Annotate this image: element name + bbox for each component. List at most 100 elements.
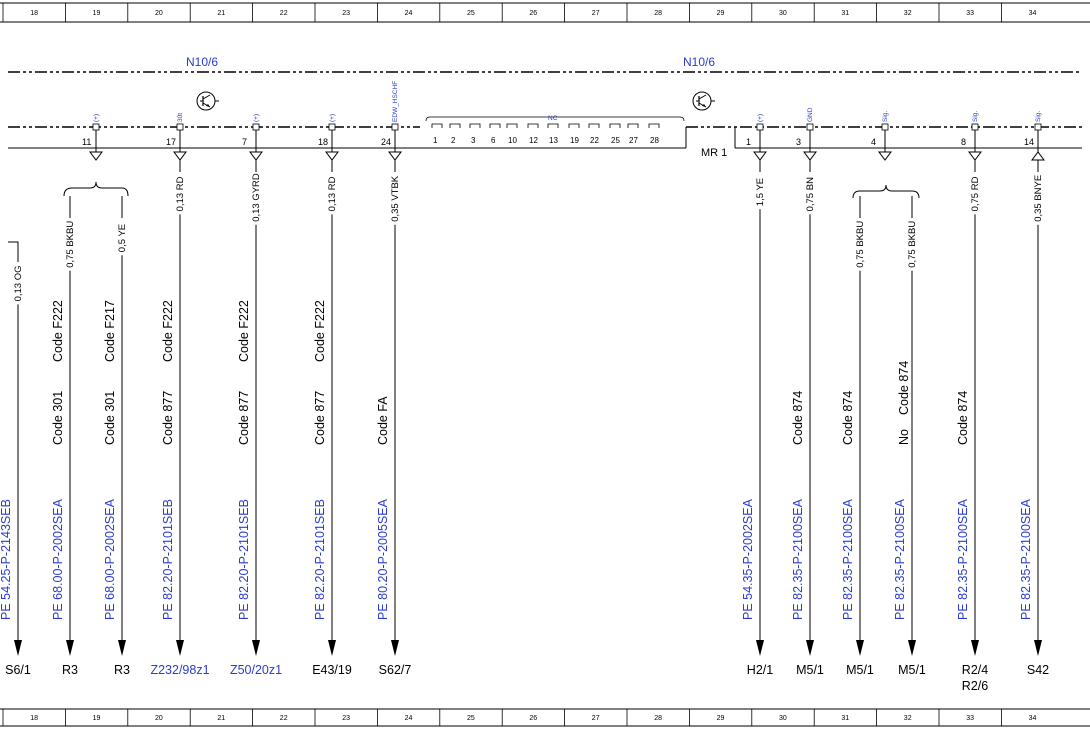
pin-18: (+)18 [318,114,339,161]
wire-gauge-label: 0,75 RD [970,176,981,211]
nc-label: NC [548,115,558,122]
nc-pin-marker [449,123,461,128]
nc-pin-marker [469,123,481,128]
pin-number: 18 [318,137,328,147]
nc-pin-marker [609,123,621,128]
wire-pe-reference: PE 68.00-P-2002SEA [51,498,65,620]
wire-destination: S42 [1027,663,1049,677]
grid-number: 31 [841,10,849,17]
nc-pin-marker [527,123,539,128]
arrow-down-icon [14,640,22,656]
splice-triangle-icon [753,151,767,161]
pin-4: Sig.4 [871,111,892,161]
wire-code-label: Code 877 [313,391,327,445]
splice-triangle-icon [388,151,402,161]
wire-pe-reference: PE 82.35-P-2100SEA [956,498,970,620]
wire-gauge-label: 0,75 BN [805,177,816,211]
grid-number: 25 [467,715,475,722]
nc-pin-number: 6 [491,136,496,145]
wire-destination: M5/1 [846,663,874,677]
wire-destination: R2/4 [962,663,988,677]
wire-pe-reference: PE 54.35-P-2002SEA [741,498,755,620]
wire-pe-reference: PE 82.35-P-2100SEA [1019,498,1033,620]
wire-code-label: Code 301 [103,391,117,445]
wire-gauge-label: 0,35 BNYE [1033,175,1044,222]
grid-number: 26 [529,715,537,722]
pin-7: (+) 7 [242,114,263,161]
pin-signal-label: EDW_HSCHF [392,81,399,122]
splice-triangle-icon [89,151,103,161]
grid-number: 33 [966,10,974,17]
splice-triangle-icon [1031,151,1045,161]
mr-label: MR 1 [701,147,727,159]
nc-pin-marker [568,123,580,128]
grid-number: 24 [405,715,413,722]
wire-gauge-label: 1,5 YE [755,178,766,206]
wire-gauge-label: 0,13 OG [13,265,24,301]
splice-triangle-icon [803,151,817,161]
wire-destination: R3 [62,663,78,677]
pin-1: (+) 1 [746,114,767,161]
wire-code-label: No [897,429,911,445]
pin-number: 1 [746,137,751,147]
nc-pin-marker [431,123,443,128]
nc-pin-marker [489,123,501,128]
grid-number: 34 [1029,10,1037,17]
pin-signal-label: (+) [93,114,100,122]
nc-pin-number: 13 [549,136,558,145]
grid-number: 34 [1029,715,1037,722]
arrow-down-icon [252,640,260,656]
pin-signal-label: (+) [757,114,764,122]
pin-signal-label: Sig. [882,111,889,122]
wire-gauge-label: 0,13 RD [175,176,186,211]
pin-signal-label: (+) [253,114,260,122]
pin-signal-label: Sig. [972,111,979,122]
wire-pe-reference: PE 54.25-P-2143SEB [0,499,13,620]
arrow-down-icon [391,640,399,656]
nc-pin-number: 10 [508,136,517,145]
arrow-down-icon [176,640,184,656]
grid-number: 19 [93,715,101,722]
wire-pe-reference: PE 80.20-P-2005SEA [376,498,390,620]
wire-destination: Z232/98z1 [150,663,209,677]
grid-number: 18 [30,715,38,722]
wire-gauge-label: 0,35 VTBK [390,175,401,222]
wire-pe-reference: PE 82.35-P-2100SEA [893,498,907,620]
pin-number: 7 [242,137,247,147]
wire-code-label: Code 301 [51,391,65,445]
wire-gauge-label: 0,75 BKBU [907,221,918,268]
grid-number: 30 [779,10,787,17]
wire-code-label: Code 877 [237,391,251,445]
wire-pe-reference: PE 82.35-P-2100SEA [841,498,855,620]
grid-number: 32 [904,715,912,722]
grid-number: 23 [342,715,350,722]
transistor-icon [196,91,219,111]
pin-number: 24 [381,137,391,147]
nc-pin-number: 19 [570,136,579,145]
arrow-down-icon [806,640,814,656]
grid-number: 22 [280,715,288,722]
grid-number: 28 [654,715,662,722]
wire-left-partial-stub [8,241,19,247]
wire-pe-reference: PE 68.00-P-2002SEA [103,498,117,620]
grid-number: 19 [93,10,101,17]
nc-pin-marker [547,123,559,128]
grid-number: 24 [405,10,413,17]
grid-number: 18 [30,10,38,17]
arrow-down-icon [971,640,979,656]
wire-gauge-label: 0,13 GYRD [251,173,262,222]
wire-w12: 0,35 BNYE PE 82.35-P-2100SEA S42 [1019,160,1049,677]
splice-triangle-icon [968,151,982,161]
pin-number: 11 [82,137,91,147]
pin-11: (+) 11 [82,114,103,161]
nc-pin-number: 22 [590,136,599,145]
nc-pin-number: 27 [629,136,638,145]
transistor-icon [692,91,715,111]
